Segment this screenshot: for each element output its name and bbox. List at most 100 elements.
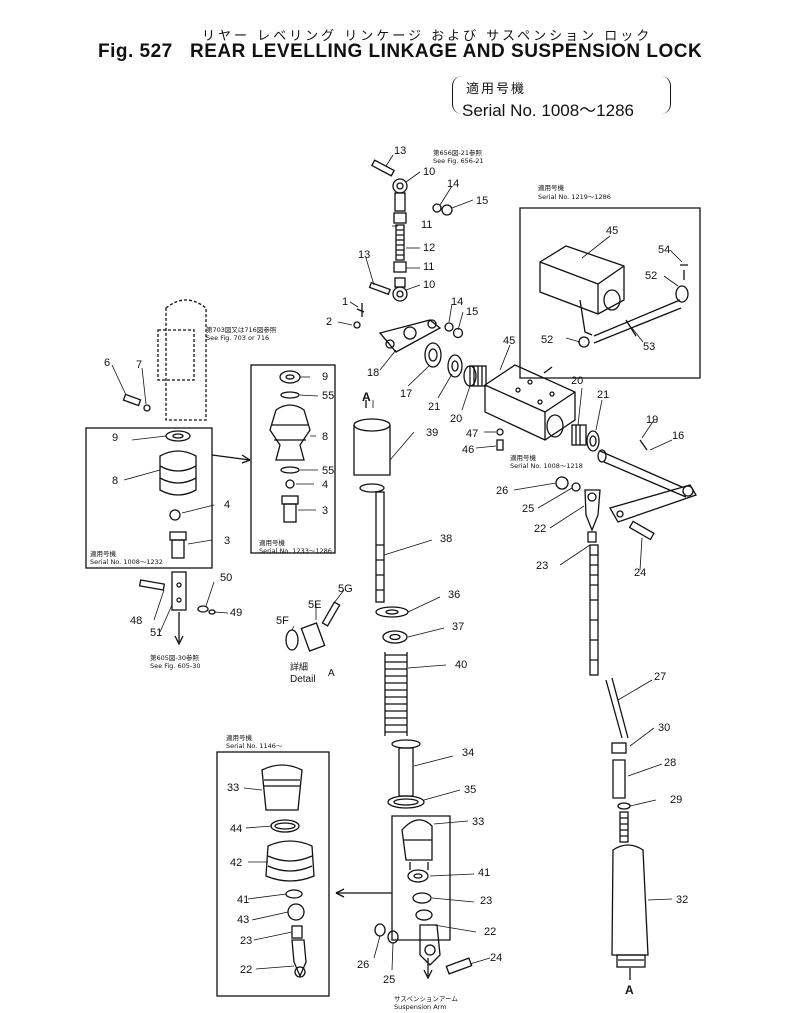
callout-7: 7 bbox=[136, 359, 142, 371]
note-arm: Suspension Arm bbox=[394, 1003, 447, 1011]
callout-5e: 5E bbox=[308, 599, 321, 611]
right-box-1219-1286 bbox=[519, 207, 701, 379]
mid-box-1233-1286 bbox=[250, 364, 336, 554]
marker-a-bottom: A bbox=[625, 983, 634, 997]
left-column-parts bbox=[122, 299, 207, 421]
callout-51: 51 bbox=[150, 627, 162, 639]
serial-japanese: 適用号機 bbox=[466, 82, 527, 97]
callout-52a: 52 bbox=[645, 270, 657, 282]
callout-27: 27 bbox=[654, 671, 666, 683]
callout-21b: 21 bbox=[597, 389, 609, 401]
bushings-right bbox=[496, 424, 648, 452]
callout-9b: 9 bbox=[322, 371, 328, 383]
left-box-arrow bbox=[211, 454, 251, 461]
callout-52b: 52 bbox=[541, 334, 553, 346]
callout-42: 42 bbox=[230, 857, 242, 869]
callout-20b: 20 bbox=[571, 375, 583, 387]
note-1146-jp: 適用号機 bbox=[226, 733, 253, 742]
note-703: See Fig. 703 or 716 bbox=[206, 334, 269, 342]
callout-55a: 55 bbox=[322, 390, 334, 402]
callout-6: 6 bbox=[104, 357, 110, 369]
callout-11a: 11 bbox=[421, 219, 432, 231]
callout-20a: 20 bbox=[450, 413, 462, 425]
marker-a-top: A bbox=[362, 390, 371, 404]
note-656-jp: 第656図-21参照 bbox=[433, 148, 483, 157]
callout-22c: 22 bbox=[484, 926, 496, 938]
title-japanese: リヤー レベリング リンケージ および サスペンション ロック bbox=[202, 29, 653, 44]
note-1146: Serial No. 1146～ bbox=[226, 742, 283, 750]
callout-13a: 13 bbox=[394, 145, 406, 157]
callout-23c: 23 bbox=[480, 895, 492, 907]
callout-39: 39 bbox=[426, 427, 438, 439]
note-605-jp: 第605図-30参照 bbox=[150, 653, 200, 662]
callout-25a: 25 bbox=[522, 503, 534, 515]
callout-26a: 26 bbox=[496, 485, 508, 497]
cylinder-tube bbox=[353, 400, 425, 809]
callout-41b: 41 bbox=[478, 867, 490, 879]
figure-number: Fig. 527 bbox=[98, 41, 173, 62]
callout-29: 29 bbox=[670, 794, 682, 806]
callout-22a: 22 bbox=[534, 523, 546, 535]
callout-16: 16 bbox=[672, 430, 684, 442]
detail-label: Detail bbox=[290, 674, 316, 685]
clevis-right bbox=[555, 476, 601, 543]
callout-10a: 10 bbox=[423, 166, 435, 178]
callout-10b: 10 bbox=[423, 279, 435, 291]
lock-pin-parts bbox=[138, 571, 216, 646]
callout-19: 19 bbox=[646, 414, 658, 426]
callout-8a: 8 bbox=[112, 475, 118, 487]
note-1008-1218-jp: 適用号機 bbox=[510, 453, 537, 462]
callout-15b: 15 bbox=[466, 306, 478, 318]
serial-range: Serial No. 1008～1286 bbox=[462, 101, 635, 120]
note-1233: Serial No. 1233～1286 bbox=[259, 547, 332, 555]
detail-label-jp: 詳細 bbox=[290, 661, 308, 673]
callout-14a: 14 bbox=[447, 178, 459, 190]
figure-title: REAR LEVELLING LINKAGE AND SUSPENSION LO… bbox=[190, 41, 703, 62]
turnbuckle-assembly bbox=[368, 159, 464, 339]
callout-2: 2 bbox=[326, 316, 332, 328]
callout-13b: 13 bbox=[358, 249, 370, 261]
callout-24b: 24 bbox=[490, 952, 502, 964]
callout-54: 54 bbox=[658, 244, 670, 256]
callout-24a: 24 bbox=[634, 567, 646, 579]
callout-45a: 45 bbox=[503, 335, 515, 347]
callout-22b: 22 bbox=[240, 964, 252, 976]
callout-14b: 14 bbox=[451, 296, 463, 308]
detail-letter: A bbox=[328, 668, 335, 679]
callout-23b: 23 bbox=[240, 935, 252, 947]
callout-11b: 11 bbox=[423, 261, 434, 273]
left-lower-box-1146 bbox=[216, 751, 330, 997]
callout-34: 34 bbox=[462, 747, 474, 759]
callout-1: 1 bbox=[342, 296, 348, 308]
callout-44: 44 bbox=[230, 823, 242, 835]
callout-49: 49 bbox=[230, 607, 242, 619]
callout-33a: 33 bbox=[227, 782, 239, 794]
callout-35: 35 bbox=[464, 784, 476, 796]
cylinder-body bbox=[611, 844, 649, 980]
lower-detail-box bbox=[374, 815, 473, 980]
callout-46: 46 bbox=[462, 444, 474, 456]
callout-9a: 9 bbox=[112, 432, 118, 444]
cylinder-rod bbox=[589, 544, 631, 843]
callout-32: 32 bbox=[676, 894, 688, 906]
note-1219: Serial No. 1219～1286 bbox=[538, 193, 611, 201]
callout-55b: 55 bbox=[322, 465, 334, 477]
callout-36: 36 bbox=[448, 589, 460, 601]
callout-3b: 3 bbox=[322, 505, 328, 517]
callout-33b: 33 bbox=[472, 816, 484, 828]
callout-50: 50 bbox=[220, 572, 232, 584]
note-arm-jp: サスペンションアーム bbox=[394, 995, 458, 1003]
bushings-left bbox=[424, 342, 487, 387]
serial-bracket-right bbox=[660, 76, 671, 114]
callout-47: 47 bbox=[466, 428, 478, 440]
callout-41a: 41 bbox=[237, 894, 249, 906]
callout-40: 40 bbox=[455, 659, 467, 671]
callout-28: 28 bbox=[664, 757, 676, 769]
callout-5f: 5F bbox=[276, 615, 289, 627]
bracket-45-lower bbox=[484, 364, 576, 441]
callout-45b: 45 bbox=[606, 225, 618, 237]
note-1008-1218: Serial No. 1008～1218 bbox=[510, 462, 583, 470]
callout-8b: 8 bbox=[322, 431, 328, 443]
note-1008-1232: Serial No. 1008～1232 bbox=[90, 558, 163, 566]
